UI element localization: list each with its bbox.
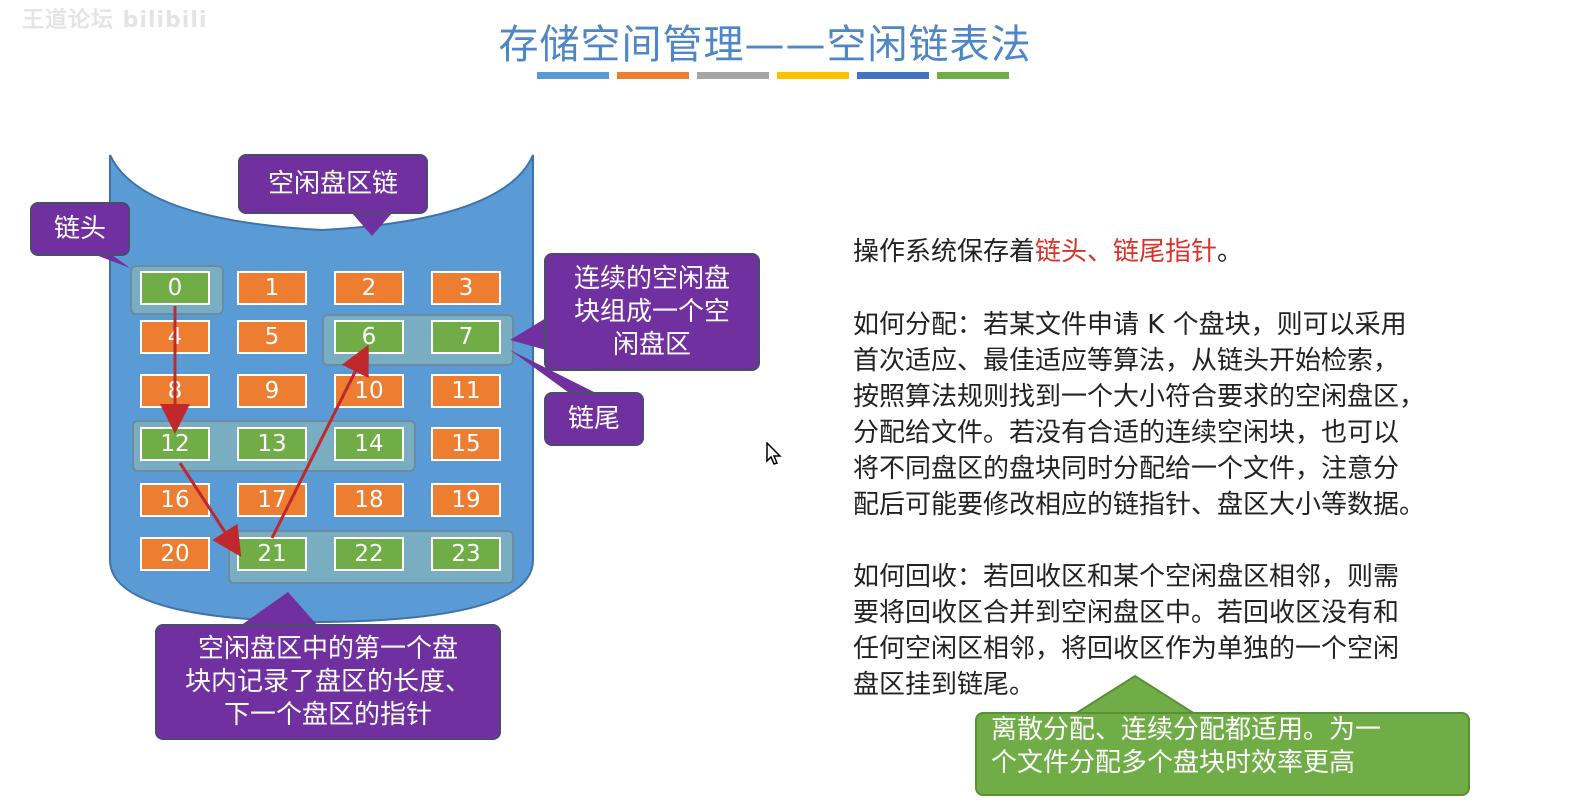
contiguous-note-line-3: 闲盘区 <box>612 329 691 360</box>
recycle-paragraph: 如何回收：若回收区和某个空闲盘区相邻，则需 要将回收区合并到空闲盘区中。若回收区… <box>853 559 1503 703</box>
recycle-line: 如何回收：若回收区和某个空闲盘区相邻，则需 <box>853 562 1400 592</box>
chain-arrows <box>88 213 600 626</box>
title-underline-bars <box>537 72 1009 79</box>
tail-label-callout: 链尾 <box>544 392 644 446</box>
contiguous-note-line-1: 连续的空闲盘 <box>573 263 730 294</box>
first-block-note-pointer <box>240 592 318 626</box>
title-bar-6 <box>937 72 1009 79</box>
used-block-17: 17 <box>237 483 307 517</box>
intro-prefix: 操作系统保存着 <box>853 237 1036 267</box>
summary-note-line-1: 离散分配、连续分配都适用。为一 <box>991 715 1382 745</box>
recycle-line: 要将回收区合并到空闲盘区中。若回收区没有和 <box>853 598 1400 628</box>
title-bar-5 <box>857 72 929 79</box>
used-block-9: 9 <box>237 374 307 408</box>
used-block-15: 15 <box>431 427 501 461</box>
free-block-0: 0 <box>140 271 210 305</box>
free-block-12: 12 <box>140 427 210 461</box>
first-block-note-callout: 空闲盘区中的第一个盘 块内记录了盘区的长度、 下一个盘区的指针 <box>155 624 501 740</box>
summary-note-line-2: 个文件分配多个盘块时效率更高 <box>991 748 1356 778</box>
first-block-note-line-1: 空闲盘区中的第一个盘 <box>197 633 458 664</box>
intro-paragraph: 操作系统保存着链头、链尾指针。 <box>853 234 1503 270</box>
alloc-line: 按照算法规则找到一个大小符合要求的空闲盘区， <box>853 382 1426 412</box>
alloc-line: 分配给文件。若没有合适的连续空闲块，也可以 <box>853 418 1400 448</box>
first-block-note-line-2: 块内记录了盘区的长度、 <box>184 666 471 697</box>
free-block-13: 13 <box>237 427 307 461</box>
arrow-12-to-21 <box>178 462 242 558</box>
head-label-text: 链头 <box>53 213 106 244</box>
alloc-line: 首次适应、最佳适应等算法，从链头开始检索， <box>853 346 1400 376</box>
used-block-19: 19 <box>431 483 501 517</box>
summary-note-callout: 离散分配、连续分配都适用。为一 个文件分配多个盘块时效率更高 <box>975 712 1470 796</box>
free-block-23: 23 <box>431 537 501 571</box>
alloc-line: 将不同盘区的盘块同时分配给一个文件，注意分 <box>853 454 1400 484</box>
contiguous-note-callout: 连续的空闲盘 块组成一个空 闲盘区 <box>544 253 760 371</box>
free-block-22: 22 <box>334 537 404 571</box>
free-block-7: 7 <box>431 320 501 354</box>
allocation-paragraph: 如何分配：若某文件申请 K 个盘块，则可以采用 首次适应、最佳适应等算法，从链头… <box>853 307 1503 523</box>
used-block-2: 2 <box>334 271 404 305</box>
tail-label-pointer <box>510 350 600 395</box>
recycle-line: 盘区挂到链尾。 <box>853 670 1036 700</box>
mouse-cursor-icon <box>766 442 782 465</box>
used-block-3: 3 <box>431 271 501 305</box>
watermark: 王道论坛 bilibili <box>22 8 208 33</box>
chain-label-text: 空闲盘区链 <box>267 168 398 199</box>
head-label-callout: 链头 <box>30 202 130 256</box>
title-bar-2 <box>617 72 689 79</box>
head-label-pointer <box>88 252 130 268</box>
alloc-line: 配后可能要修改相应的链指针、盘区大小等数据。 <box>853 490 1426 520</box>
used-block-5: 5 <box>237 320 307 354</box>
title-bar-4 <box>777 72 849 79</box>
contiguous-note-line-2: 块组成一个空 <box>573 296 730 327</box>
used-block-11: 11 <box>431 374 501 408</box>
used-block-20: 20 <box>140 537 210 571</box>
page-title: 存储空间管理——空闲链表法 <box>498 22 1032 68</box>
used-block-1: 1 <box>237 271 307 305</box>
used-block-10: 10 <box>334 374 404 408</box>
chain-label-callout: 空闲盘区链 <box>238 154 428 214</box>
title-bar-3 <box>697 72 769 79</box>
intro-suffix: 。 <box>1217 237 1244 267</box>
free-block-21: 21 <box>237 537 307 571</box>
used-block-16: 16 <box>140 483 210 517</box>
used-block-18: 18 <box>334 483 404 517</box>
alloc-line: 如何分配：若某文件申请 K 个盘块，则可以采用 <box>853 310 1407 340</box>
arrow-21-to-6 <box>270 344 369 539</box>
first-block-note-line-3: 下一个盘区的指针 <box>223 699 432 730</box>
recycle-line: 任何空闲区相邻，将回收区作为单独的一个空闲 <box>853 634 1400 664</box>
chain-label-pointer <box>352 213 392 236</box>
free-block-14: 14 <box>334 427 404 461</box>
tail-label-text: 链尾 <box>567 403 620 434</box>
title-bar-1 <box>537 72 609 79</box>
disk-cylinder <box>109 154 534 624</box>
intro-highlight: 链头、链尾指针 <box>1035 237 1218 267</box>
disk-body <box>109 154 534 624</box>
contiguous-note-pointer <box>510 318 546 350</box>
